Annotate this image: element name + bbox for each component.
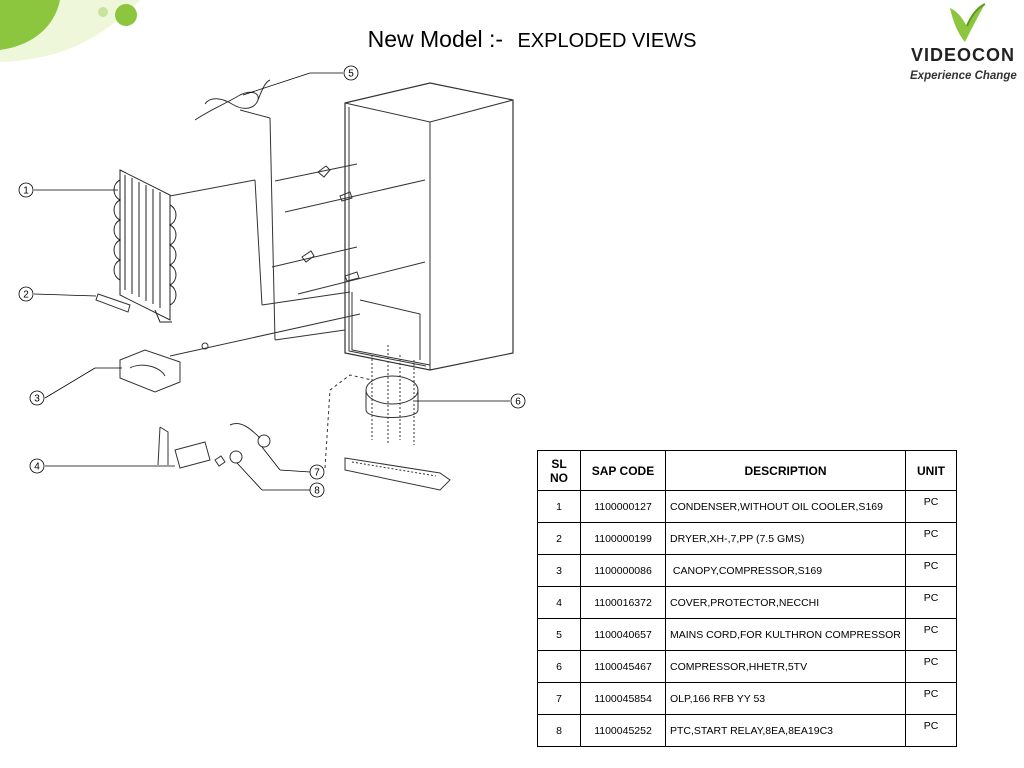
cell-unit: PC <box>905 650 957 683</box>
title-prefix: New Model :- <box>367 26 504 52</box>
cell-description: COMPRESSOR,HHETR,5TV <box>665 650 906 683</box>
cell-sl: 8 <box>537 714 581 747</box>
cell-code: 1100000199 <box>580 522 666 555</box>
callout-8: 8 <box>314 486 320 497</box>
page-title: New Model :- EXPLODED VIEWS <box>0 26 1024 53</box>
table-row: 8 1100045252 PTC,START RELAY,8EA,8EA19C3… <box>537 714 957 747</box>
cell-unit: PC <box>905 522 957 555</box>
cell-sl: 7 <box>537 682 581 715</box>
logo-tagline: Experience Change <box>910 70 1017 82</box>
cell-description: COVER,PROTECTOR,NECCHI <box>665 586 906 619</box>
cell-unit: PC <box>905 618 957 651</box>
decorative-leaf-graphic <box>0 0 140 62</box>
callout-5: 5 <box>348 69 354 80</box>
cell-code: 1100045467 <box>580 650 666 683</box>
table-row: 6 1100045467 COMPRESSOR,HHETR,5TV PC <box>537 650 957 683</box>
table-row: 3 1100000086 CANOPY,COMPRESSOR,S169 PC <box>537 554 957 587</box>
cell-description: MAINS CORD,FOR KULTHRON COMPRESSOR <box>665 618 906 651</box>
cell-code: 1100045854 <box>580 682 666 715</box>
cell-description: DRYER,XH-,7,PP (7.5 GMS) <box>665 522 906 555</box>
logo-brand-text: VIDEOCON <box>911 45 1016 65</box>
header-sl-no: SL NO <box>537 450 581 491</box>
cell-code: 1100000127 <box>580 490 666 523</box>
callout-2: 2 <box>23 290 29 301</box>
table-row: 5 1100040657 MAINS CORD,FOR KULTHRON COM… <box>537 618 957 651</box>
cell-sl: 6 <box>537 650 581 683</box>
cell-unit: PC <box>905 682 957 715</box>
callout-6: 6 <box>515 397 521 408</box>
header-unit: UNIT <box>905 450 957 491</box>
exploded-view-drawing: 1 2 3 4 5 6 7 8 <box>18 65 526 498</box>
cell-code: 1100045252 <box>580 714 666 747</box>
cell-unit: PC <box>905 714 957 747</box>
table-row: 4 1100016372 COVER,PROTECTOR,NECCHI PC <box>537 586 957 619</box>
table-row: 7 1100045854 OLP,166 RFB YY 53 PC <box>537 682 957 715</box>
cell-code: 1100016372 <box>580 586 666 619</box>
cell-description: CONDENSER,WITHOUT OIL COOLER,S169 <box>665 490 906 523</box>
table-header-row: SL NO SAP CODE DESCRIPTION UNIT <box>537 450 957 491</box>
callout-7: 7 <box>314 468 320 479</box>
cell-sl: 5 <box>537 618 581 651</box>
title-main: EXPLODED VIEWS <box>517 30 697 52</box>
brand-logo: VIDEOCON Experience Change <box>905 0 1024 92</box>
header-description: DESCRIPTION <box>665 450 906 491</box>
cell-unit: PC <box>905 490 957 523</box>
cell-description: OLP,166 RFB YY 53 <box>665 682 906 715</box>
callout-4: 4 <box>34 462 40 473</box>
callout-3: 3 <box>34 394 40 405</box>
cell-code: 1100040657 <box>580 618 666 651</box>
header-sap-code: SAP CODE <box>580 450 666 491</box>
logo-mark-icon <box>950 3 986 42</box>
cell-description: CANOPY,COMPRESSOR,S169 <box>665 554 906 587</box>
cell-description: PTC,START RELAY,8EA,8EA19C3 <box>665 714 906 747</box>
cell-sl: 4 <box>537 586 581 619</box>
parts-table: SL NO SAP CODE DESCRIPTION UNIT 1 110000… <box>537 450 957 747</box>
callout-1: 1 <box>23 186 29 197</box>
cell-unit: PC <box>905 554 957 587</box>
cell-code: 1100000086 <box>580 554 666 587</box>
table-row: 2 1100000199 DRYER,XH-,7,PP (7.5 GMS) PC <box>537 522 957 555</box>
table-row: 1 1100000127 CONDENSER,WITHOUT OIL COOLE… <box>537 490 957 523</box>
cell-sl: 1 <box>537 490 581 523</box>
cell-unit: PC <box>905 586 957 619</box>
cell-sl: 3 <box>537 554 581 587</box>
cell-sl: 2 <box>537 522 581 555</box>
